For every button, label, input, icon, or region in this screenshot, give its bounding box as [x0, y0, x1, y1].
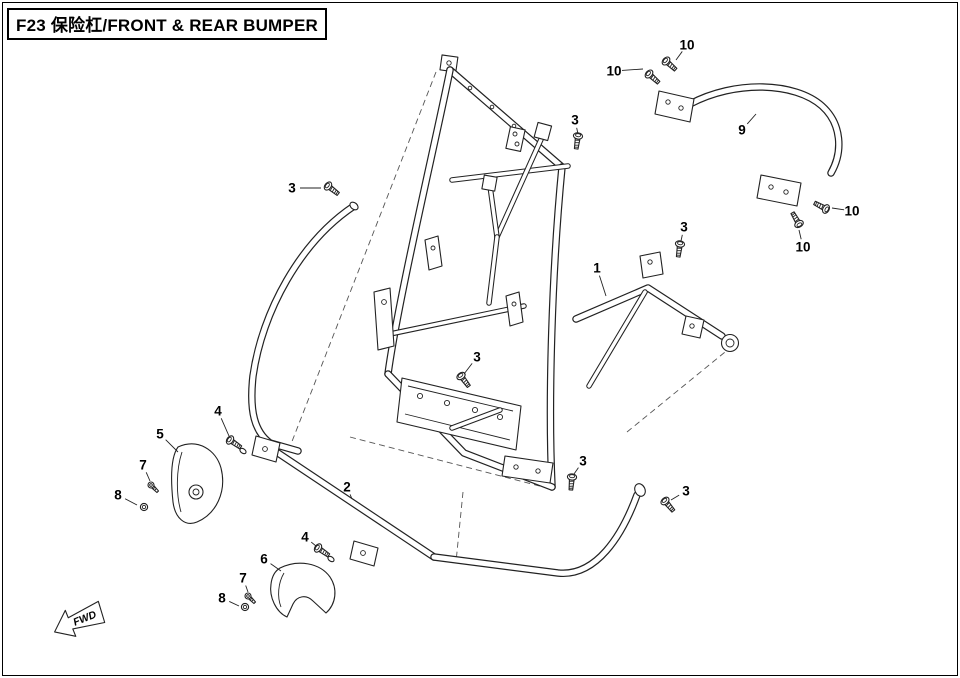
bolt-10-icon: [643, 67, 663, 87]
leader-line-3: [576, 127, 579, 135]
title-box: F23 保险杠/FRONT & REAR BUMPER: [7, 8, 327, 40]
bolt-10-icon: [660, 54, 680, 74]
fasteners: [139, 54, 832, 612]
leader-line-10: [621, 68, 644, 71]
nut-8-icon: [139, 502, 149, 512]
leader-line-10: [675, 51, 683, 61]
grab-bar: [654, 83, 843, 207]
callout-leader-lines: [124, 51, 845, 607]
front-bumper: [248, 201, 646, 577]
leader-line-10: [798, 229, 802, 240]
leader-line-5: [165, 439, 179, 453]
leader-line-3: [463, 363, 473, 375]
bolt-10-icon: [787, 209, 806, 230]
leader-line-1: [599, 275, 607, 297]
bolt-3-icon: [565, 472, 578, 491]
leader-line-7: [245, 585, 249, 593]
cover-6: [270, 562, 336, 618]
leader-line-4: [310, 541, 317, 547]
leader-line-3: [670, 494, 680, 501]
leader-line-4: [220, 418, 230, 437]
washer-4-icon: [327, 555, 335, 563]
cover-5: [171, 443, 224, 524]
construction-lines: [290, 71, 731, 563]
leader-line-3: [573, 467, 579, 475]
leader-line-8: [229, 600, 240, 607]
bolt-10-icon: [811, 198, 832, 216]
leader-line-6: [270, 563, 282, 572]
bolt-3-icon: [571, 131, 584, 151]
main-frame: [373, 54, 571, 491]
leader-line-2: [349, 494, 353, 500]
bolt-3-icon: [322, 179, 342, 199]
leader-line-7: [145, 472, 151, 482]
leader-line-9: [746, 113, 757, 125]
page-title: F23 保险杠/FRONT & REAR BUMPER: [16, 16, 318, 35]
fwd-arrow: FWD: [54, 600, 106, 637]
rear-bumper: [572, 251, 740, 389]
washer-4-icon: [239, 447, 247, 455]
leader-line-10: [831, 207, 845, 211]
screw-7-icon: [146, 480, 161, 495]
screw-7-icon: [243, 591, 258, 606]
leader-line-3: [680, 234, 683, 242]
nut-8-icon: [240, 602, 250, 612]
bolt-3-icon: [673, 239, 686, 259]
leader-line-8: [124, 498, 138, 506]
